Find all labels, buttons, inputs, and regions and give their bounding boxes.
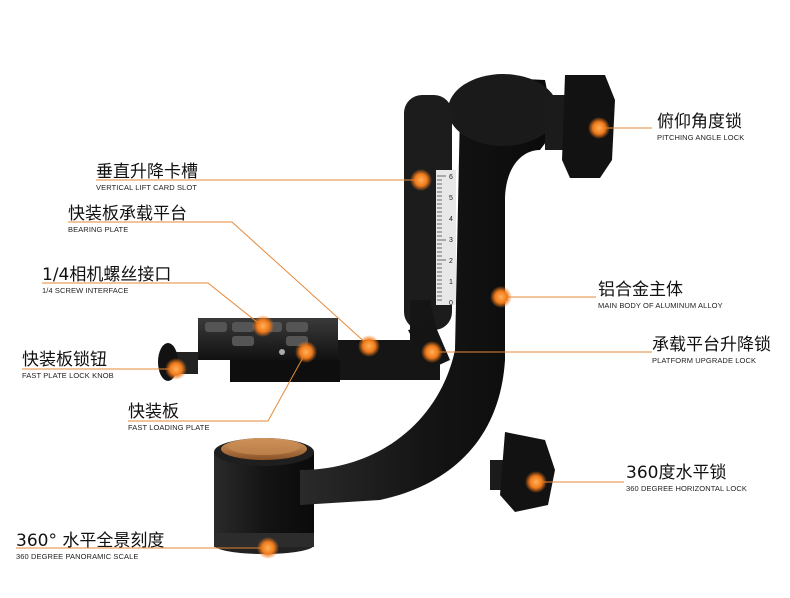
hotspots xyxy=(165,117,610,559)
hotspot-dot xyxy=(490,286,512,308)
main-arm xyxy=(300,78,555,505)
label-screw-interface: 1/4相机螺丝接口 1/4 SCREW INTERFACE xyxy=(42,265,172,295)
scale-number: 2 xyxy=(449,258,453,265)
label-bearing-plate: 快装板承载平台 BEARING PLATE xyxy=(68,204,187,234)
hotspot-dot xyxy=(588,117,610,139)
hotspot-dot xyxy=(358,335,380,357)
scale-number: 4 xyxy=(449,216,453,223)
hotspot-dot xyxy=(421,341,443,363)
label-platform-upgrade-lock: 承载平台升降锁 PLATFORM UPGRADE LOCK xyxy=(652,335,771,365)
scale-number: 6 xyxy=(449,174,453,181)
scale-number: 3 xyxy=(449,237,453,244)
label-pitching-angle-lock: 俯仰角度锁 PITCHING ANGLE LOCK xyxy=(657,112,745,142)
base-cylinder xyxy=(214,438,314,554)
vertical-scale xyxy=(436,170,456,305)
label-panoramic-scale: 360° 水平全景刻度 360 DEGREE PANORAMIC SCALE xyxy=(16,531,165,561)
hotspot-dot xyxy=(525,471,547,493)
scale-ticks: 6 5 4 3 2 1 0 xyxy=(437,174,453,307)
callout-leader-lines xyxy=(16,127,652,549)
hotspot-dot xyxy=(410,169,432,191)
horizontal-lock-knob xyxy=(490,432,555,512)
hotspot-dot xyxy=(165,358,187,380)
hotspot-dot xyxy=(295,341,317,363)
scale-number: 5 xyxy=(449,195,453,202)
scale-number: 1 xyxy=(449,279,453,286)
hotspot-dot xyxy=(257,537,279,559)
label-horizontal-lock: 360度水平锁 360 DEGREE HORIZONTAL LOCK xyxy=(626,463,747,493)
label-fast-loading-plate: 快装板 FAST LOADING PLATE xyxy=(128,402,210,432)
label-main-body: 铝合金主体 MAIN BODY OF ALUMINUM ALLOY xyxy=(598,280,723,310)
label-fast-plate-lock-knob: 快装板锁钮 FAST PLATE LOCK KNOB xyxy=(22,350,114,380)
label-vertical-lift-card-slot: 垂直升降卡槽 VERTICAL LIFT CARD SLOT xyxy=(96,162,198,192)
hotspot-dot xyxy=(252,315,274,337)
top-hub xyxy=(448,74,558,146)
scale-number: 0 xyxy=(449,300,453,307)
